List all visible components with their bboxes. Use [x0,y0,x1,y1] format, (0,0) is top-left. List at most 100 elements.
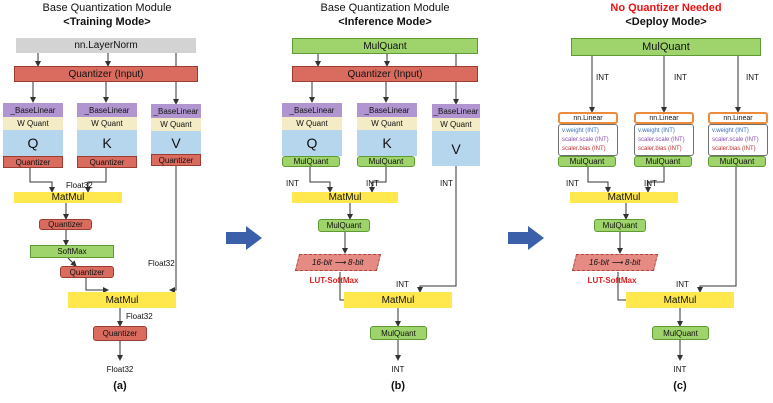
v-projection-b: V [432,131,480,166]
matmul-c2: MatMul [626,292,734,308]
q-params: v.weight (INT) scaler.scale (INT) scaler… [558,124,618,156]
v-base-linear-b: _BaseLinear [432,104,480,118]
v-param-bias: scaler.bias (INT) [712,145,756,152]
v-param-scale: scaler.scale (INT) [712,136,759,143]
mulquant-input-c: MulQuant [571,38,761,56]
label-int-b-out: INT [391,365,405,374]
k-params: v.weight (INT) scaler.scale (INT) scaler… [634,124,694,156]
k-param-weight: v.weight (INT) [638,127,675,134]
arrow-b-v-mm2 [417,166,457,293]
label-int-b-k: INT [366,179,379,188]
v-mulquant-c: MulQuant [708,156,766,167]
caption-a: (a) [113,380,127,392]
lut-softmax-block-b: 16-bit ⟶ 8-bit [294,254,382,271]
k-w-quant: W Quant [77,117,137,130]
q-base-linear-b: _BaseLinear [282,103,342,117]
v-w-quant-b: W Quant [432,118,480,131]
lut-from-c: 16-bit [589,258,610,267]
k-w-quant-b: W Quant [357,117,417,130]
caption-b: (b) [390,380,406,392]
label-int-c-v: INT [746,73,759,82]
matmul-b2: MatMul [344,292,452,308]
k-projection: K [77,130,137,156]
q-mulquant-b: MulQuant [282,156,340,167]
lut-from-b: 16-bit [312,258,333,267]
label-int-b-v2: INT [396,280,409,289]
k-base-linear: _BaseLinear [77,103,137,117]
v-params: v.weight (INT) scaler.scale (INT) scaler… [708,124,768,156]
caption-c: (c) [673,380,687,392]
q-param-bias: scaler.bias (INT) [562,145,606,152]
panel-a-title: Base Quantization Module [42,2,172,14]
label-float32-a1: Float32 [66,181,93,190]
quantizer-input-block: Quantizer (Input) [14,66,198,82]
arrow-a-sm-q [67,257,77,267]
arrow-c-k-matmul [645,167,665,193]
matmul-a1: MatMul [14,192,122,203]
v-w-quant: W Quant [151,118,201,131]
v-projection: V [151,131,201,154]
label-int-c-out: INT [673,365,687,374]
lut-to-c: 8-bit [625,258,641,267]
mulquant-b-after-matmul: MulQuant [318,219,370,232]
arrow-a-q-matmul [29,168,55,193]
lut-softmax-label-c: LUT-SoftMax [587,276,637,285]
mulquant-input-b: MulQuant [292,38,478,54]
v-param-weight: v.weight (INT) [712,127,749,134]
softmax-block: SoftMax [30,245,114,258]
k-base-linear-b: _BaseLinear [357,103,417,117]
q-nn-linear: nn.Linear [558,112,618,124]
layernorm-block: nn.LayerNorm [16,38,196,53]
panel-a-mode: <Training Mode> [63,16,151,28]
panel-c-title: No Quantizer Needed [610,2,722,14]
k-quantizer: Quantizer [77,156,137,168]
q-base-linear: _BaseLinear [3,103,63,117]
label-float32-a-out: Float32 [106,365,134,374]
arrow-c-v-mm2 [697,166,737,293]
label-int-b-v: INT [440,179,453,188]
label-int-c-q2: INT [566,179,579,188]
arrow-a-q-mm2 [85,278,109,293]
lut-arrow-c: ⟶ [611,258,623,267]
quantizer-input-block-b: Quantizer (Input) [292,66,478,82]
label-float32-a3: Float32 [126,312,153,321]
lut-softmax-label-b: LUT-SoftMax [309,276,359,285]
k-mulquant-c: MulQuant [634,156,692,167]
label-int-c-k: INT [674,73,687,82]
v-base-linear: _BaseLinear [151,104,201,118]
q-quantizer: Quantizer [3,156,63,168]
k-projection-b: K [357,130,417,156]
label-float32-a2: Float32 [148,259,175,268]
lut-arrow-b: ⟶ [334,258,346,267]
q-projection: Q [3,130,63,156]
arrow-b-k-matmul [369,167,387,193]
k-nn-linear: nn.Linear [634,112,694,124]
quantizer-a-after-matmul: Quantizer [39,219,92,230]
label-int-b-q: INT [286,179,299,188]
v-nn-linear: nn.Linear [708,112,768,124]
label-int-c-v2: INT [676,280,689,289]
panel-c-mode: <Deploy Mode> [625,16,707,28]
panel-b-mode: <Inference Mode> [338,16,432,28]
mulquant-b-output: MulQuant [370,326,427,340]
lut-softmax-block-c: 16-bit ⟶ 8-bit [571,254,659,271]
label-int-c-k2: INT [644,179,657,188]
q-projection-b: Q [282,130,342,156]
quantizer-a-output: Quantizer [93,326,147,341]
q-w-quant-b: W Quant [282,117,342,130]
quantizer-a-after-softmax: Quantizer [60,266,114,278]
panel-b-title: Base Quantization Module [320,2,450,14]
arrow-c-q-matmul [587,167,611,193]
transition-arrow-a-to-b [226,226,262,250]
matmul-b1: MatMul [292,192,398,203]
lut-to-b: 8-bit [348,258,364,267]
q-param-weight: v.weight (INT) [562,127,599,134]
arrow-a-k-matmul [85,168,107,193]
label-int-c-q: INT [596,73,609,82]
k-param-scale: scaler.scale (INT) [638,136,685,143]
k-param-bias: scaler.bias (INT) [638,145,682,152]
mulquant-c-output: MulQuant [652,326,709,340]
transition-arrow-b-to-c [508,226,544,250]
